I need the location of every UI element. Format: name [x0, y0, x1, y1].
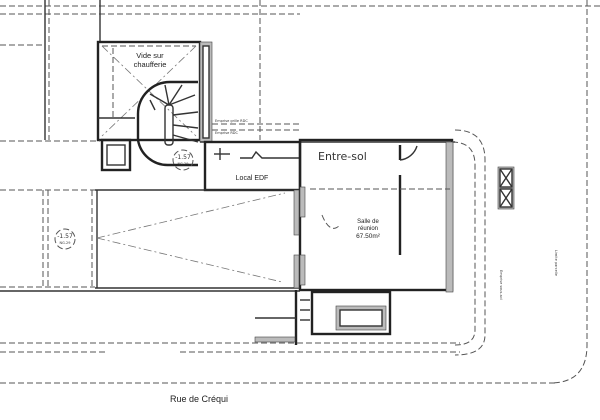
limite-parcelle-label: Limite parcelle [554, 250, 558, 276]
parking-ramp [95, 189, 300, 289]
svg-text:Salle de: Salle de [357, 219, 379, 225]
local-edf-label: Local EDF [236, 175, 269, 182]
street-name: Rue de Créqui [170, 394, 228, 404]
svg-text:-1.57: -1.57 [175, 154, 191, 161]
chaufferie-label: Vide sur [136, 51, 164, 60]
street-lines: Rue de Créqui [0, 0, 588, 404]
svg-text:NG.29: NG.29 [60, 241, 71, 245]
technical-box [100, 138, 132, 172]
vent-element [497, 166, 515, 210]
spiral-stair [136, 80, 199, 167]
level-marker: -1.57 NG.29 [172, 149, 194, 171]
salle-reunion-room: Entre-sol Salle de réunion 67.50m² [298, 138, 454, 293]
emprise-sous-sol-label: Emprise sous-sol [499, 270, 503, 300]
local-edf-room: Local EDF [203, 140, 302, 192]
lower-rooms [254, 290, 392, 345]
svg-text:-1.57: -1.57 [57, 233, 73, 240]
top-boundary [0, 0, 600, 140]
room-area: 67.50m² [356, 233, 381, 240]
left-bays [0, 189, 300, 292]
level-marker: -1.57 NG.29 [54, 228, 76, 250]
shaft [199, 41, 213, 143]
svg-text:NG.29: NG.29 [178, 162, 189, 166]
emprise-rdc-label: Emprise RDC [215, 131, 238, 135]
emprise-grille-label: Emprise grille RDC [215, 119, 248, 123]
chaufferie-label-2: chaufferie [134, 60, 167, 69]
level-title: Entre-sol [318, 150, 367, 163]
svg-text:réunion: réunion [358, 226, 378, 232]
